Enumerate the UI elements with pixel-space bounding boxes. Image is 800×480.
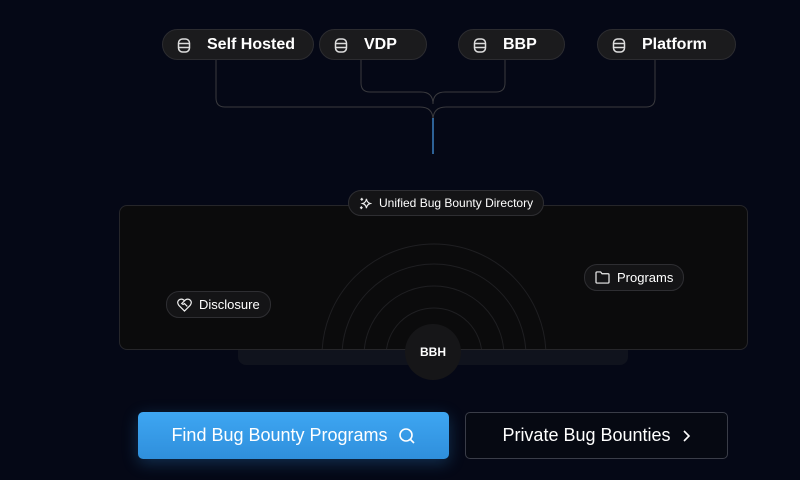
badge-label: Unified Bug Bounty Directory <box>379 196 534 210</box>
sparkles-icon <box>359 197 372 209</box>
source-platform[interactable]: Platform <box>597 29 736 60</box>
chevron-right-icon <box>682 429 690 442</box>
database-icon <box>612 38 626 53</box>
radar-arcs <box>321 243 547 349</box>
programs-label: Programs <box>617 270 674 285</box>
find-button-label: Find Bug Bounty Programs <box>171 425 388 445</box>
bbh-logo-node: BBH <box>405 324 461 380</box>
source-label: VDP <box>364 35 397 53</box>
search-icon <box>398 427 415 444</box>
source-label: Self Hosted <box>207 35 296 53</box>
connector-lines <box>215 60 656 154</box>
bbh-label: BBH <box>420 345 446 359</box>
database-icon <box>473 38 487 53</box>
database-icon <box>334 38 348 53</box>
source-vdp[interactable]: VDP <box>319 29 427 60</box>
directory-badge: Unified Bug Bounty Directory <box>348 190 545 216</box>
private-button-label: Private Bug Bounties <box>502 425 671 445</box>
programs-chip[interactable]: Programs <box>584 264 685 291</box>
find-bug-bounty-programs-button[interactable]: Find Bug Bounty Programs <box>138 412 449 459</box>
folder-icon <box>595 271 610 284</box>
database-icon <box>177 38 191 53</box>
private-bug-bounties-button[interactable]: Private Bug Bounties <box>465 412 728 459</box>
source-self-hosted[interactable]: Self Hosted <box>162 29 314 60</box>
source-label: Platform <box>642 35 707 53</box>
source-bbp[interactable]: BBP <box>458 29 565 60</box>
disclosure-label: Disclosure <box>199 297 260 312</box>
source-label: BBP <box>503 35 537 53</box>
disclosure-chip[interactable]: Disclosure <box>166 291 271 318</box>
heart-handshake-icon <box>177 298 192 312</box>
